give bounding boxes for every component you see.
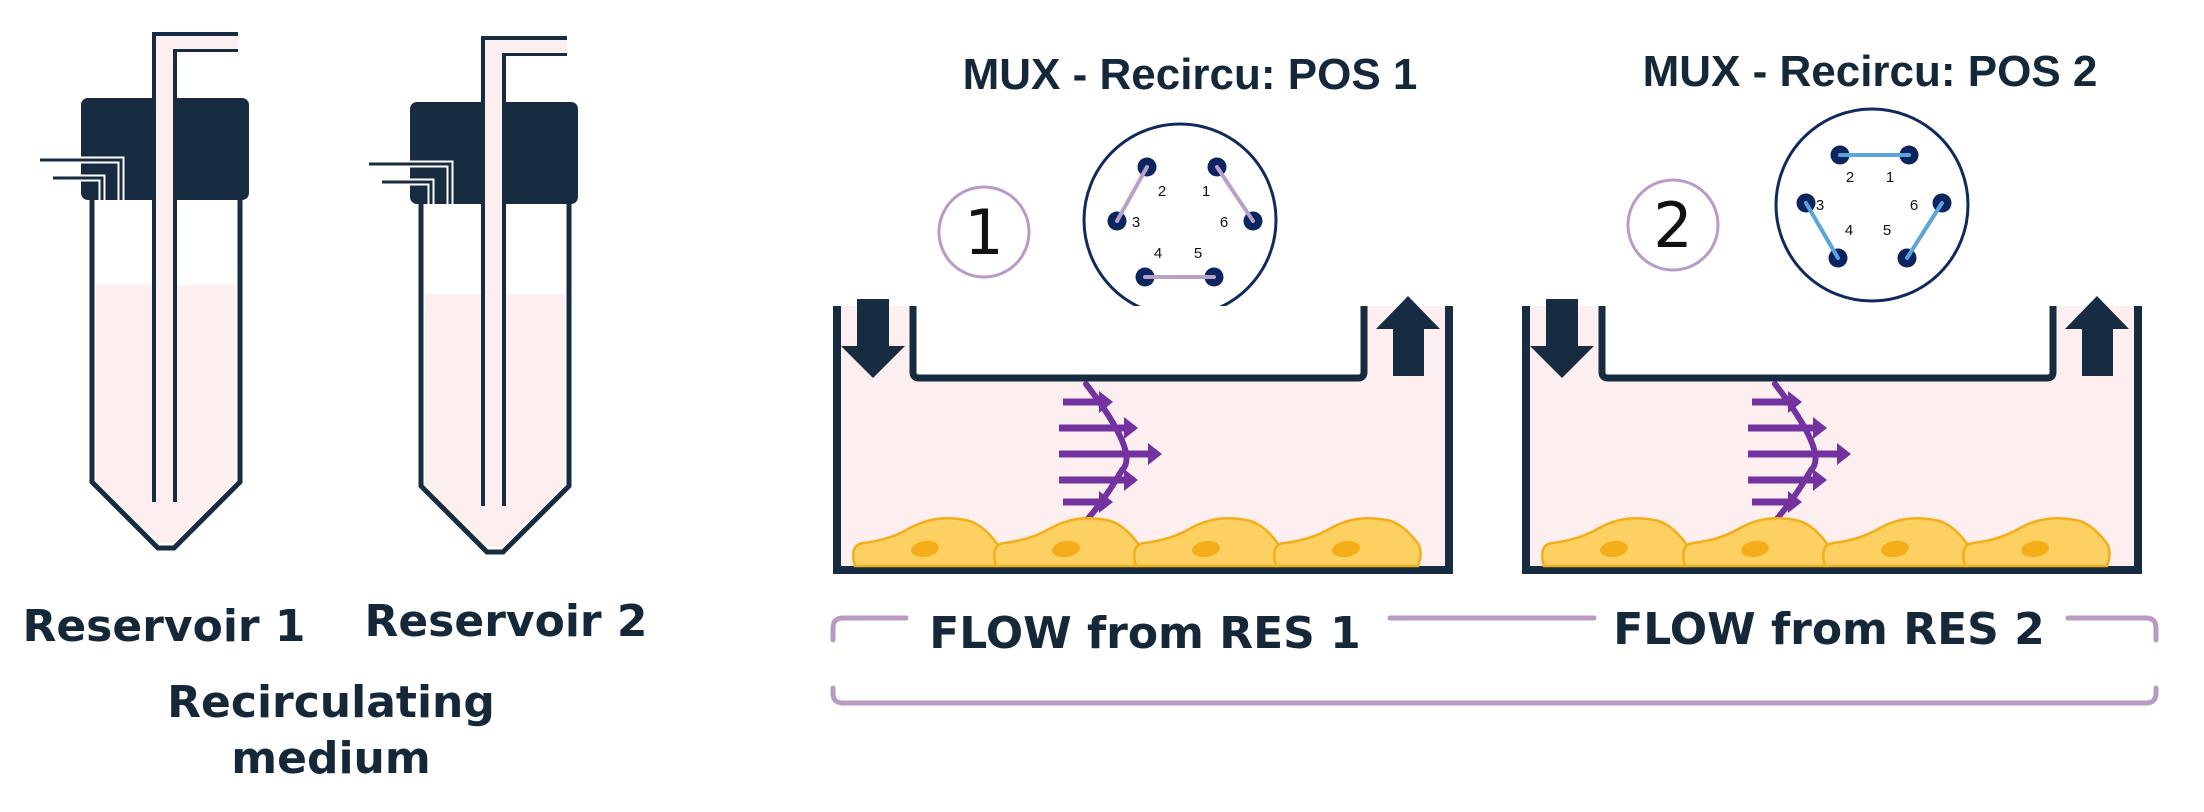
arrow-up-icon	[2065, 296, 2129, 376]
channel-lid-gap	[1602, 306, 2053, 378]
valve-port-label-1: 1	[1202, 183, 1210, 200]
valve-port-label-6: 6	[1220, 214, 1228, 231]
tube-icon	[369, 34, 578, 555]
flow-arrow-head	[1124, 417, 1138, 439]
valve-port-label-5: 5	[1883, 222, 1891, 239]
position-badge: 1	[937, 185, 1031, 279]
channel-lid-gap	[913, 306, 1364, 378]
flow-arrow-head	[1148, 443, 1162, 465]
valve-port-label-2: 2	[1158, 183, 1166, 200]
valve-port-label-4: 4	[1845, 222, 1853, 239]
flow-arrow-shaft	[1059, 476, 1128, 484]
mux-valve-icon: 1 2 34 5 6	[1082, 122, 1278, 318]
flow-arrow-shaft	[1748, 450, 1841, 458]
cell-icon	[1962, 517, 2111, 568]
valve-port-label-2: 2	[1846, 169, 1854, 186]
recirculating-medium-label-line2: medium	[231, 733, 430, 784]
cell-nucleus	[1192, 540, 1220, 558]
flow-arrow-shaft	[1748, 424, 1817, 432]
flow-profile-arrows	[1748, 391, 1851, 513]
badge-number: 1	[964, 196, 1003, 269]
valve-connection-2-3	[1115, 165, 1149, 223]
bracket-bottom-segment	[830, 685, 2159, 706]
bracket-top-right-segment	[2065, 615, 2159, 643]
cell-nucleus	[911, 540, 939, 558]
cell-nucleus	[2021, 540, 2049, 558]
channel-inner-wall	[1598, 306, 2057, 382]
position-badge: 2	[1626, 178, 1720, 272]
channel-outer-wall	[1522, 306, 2142, 574]
mux-position-title: MUX - Recircu: POS 2	[1643, 47, 2098, 96]
flow-arrow-shaft	[1752, 398, 1792, 406]
parabolic-flow-profile-icon	[1772, 381, 1819, 524]
arrow-down-icon	[1530, 299, 1594, 378]
reservoir-1-tube: Reservoir 1	[22, 30, 306, 652]
cell-nucleus	[1881, 540, 1909, 558]
flow-channel	[833, 296, 1453, 574]
badge-ring-icon	[937, 185, 1031, 279]
valve-port-label-3: 3	[1816, 197, 1824, 214]
parabolic-flow-profile-icon	[1083, 381, 1130, 524]
recirculating-medium-label-line1: Recirculating	[167, 677, 495, 728]
valve-port-label-4: 4	[1154, 245, 1162, 262]
flow-bracket	[830, 615, 2159, 706]
mux-position-panel-2: MUX - Recircu: POS 2 2 1 2 3 4 5 6	[1522, 47, 2142, 574]
reservoir-2-tube: Reservoir 2	[364, 34, 648, 647]
flow-arrow-shaft	[1059, 424, 1128, 432]
flow-arrow-shaft	[1752, 498, 1792, 506]
badge-number: 2	[1653, 189, 1692, 262]
valve-port-label-5: 5	[1194, 245, 1202, 262]
valve-connection-6-5	[1905, 201, 1944, 260]
cell-nucleus	[1332, 540, 1360, 558]
mux-valve-icon: 1 2 3 4 5 6	[1774, 107, 1970, 303]
flow-arrow-shaft	[1063, 398, 1103, 406]
cell-icon	[1273, 517, 1422, 568]
cell-nucleus	[1600, 540, 1628, 558]
flow-arrow-shaft	[1063, 498, 1103, 506]
flow-arrow-head	[1813, 469, 1827, 491]
mux-valve-ring	[1774, 107, 1970, 303]
flow-arrow-head	[1813, 417, 1827, 439]
flow-channel	[1522, 296, 2142, 574]
mux-position-panel-1: MUX - Recircu: POS 1 1 1 2 34 5 6	[833, 50, 1453, 574]
valve-port-label-6: 6	[1910, 197, 1918, 214]
flow-from-res-1-label: FLOW from RES 1	[929, 608, 1361, 659]
mux-position-title: MUX - Recircu: POS 1	[963, 50, 1418, 99]
flow-arrow-head	[1124, 469, 1138, 491]
flow-arrow-shaft	[1059, 450, 1152, 458]
valve-port-label-3: 3	[1132, 214, 1140, 231]
valve-port-label-1: 1	[1886, 169, 1894, 186]
channel-outer-wall	[833, 306, 1453, 574]
valve-connection-1-6	[1215, 165, 1255, 223]
arrow-up-icon	[1376, 296, 1440, 376]
valve-connection-3-4	[1804, 201, 1840, 260]
reservoir-1-label: Reservoir 1	[22, 601, 305, 652]
arrow-down-icon	[841, 299, 905, 378]
flow-arrow-head	[1837, 443, 1851, 465]
cell-nucleus	[1052, 540, 1080, 558]
flow-arrow-shaft	[1748, 476, 1817, 484]
channel-inner-wall	[909, 306, 1368, 382]
reservoir-2-label: Reservoir 2	[364, 596, 647, 647]
bracket-top-left-segment	[830, 615, 909, 643]
flow-from-res-2-label: FLOW from RES 2	[1613, 604, 2045, 655]
cell-nucleus	[1741, 540, 1769, 558]
badge-ring-icon	[1626, 178, 1720, 272]
tube-icon	[40, 30, 249, 551]
